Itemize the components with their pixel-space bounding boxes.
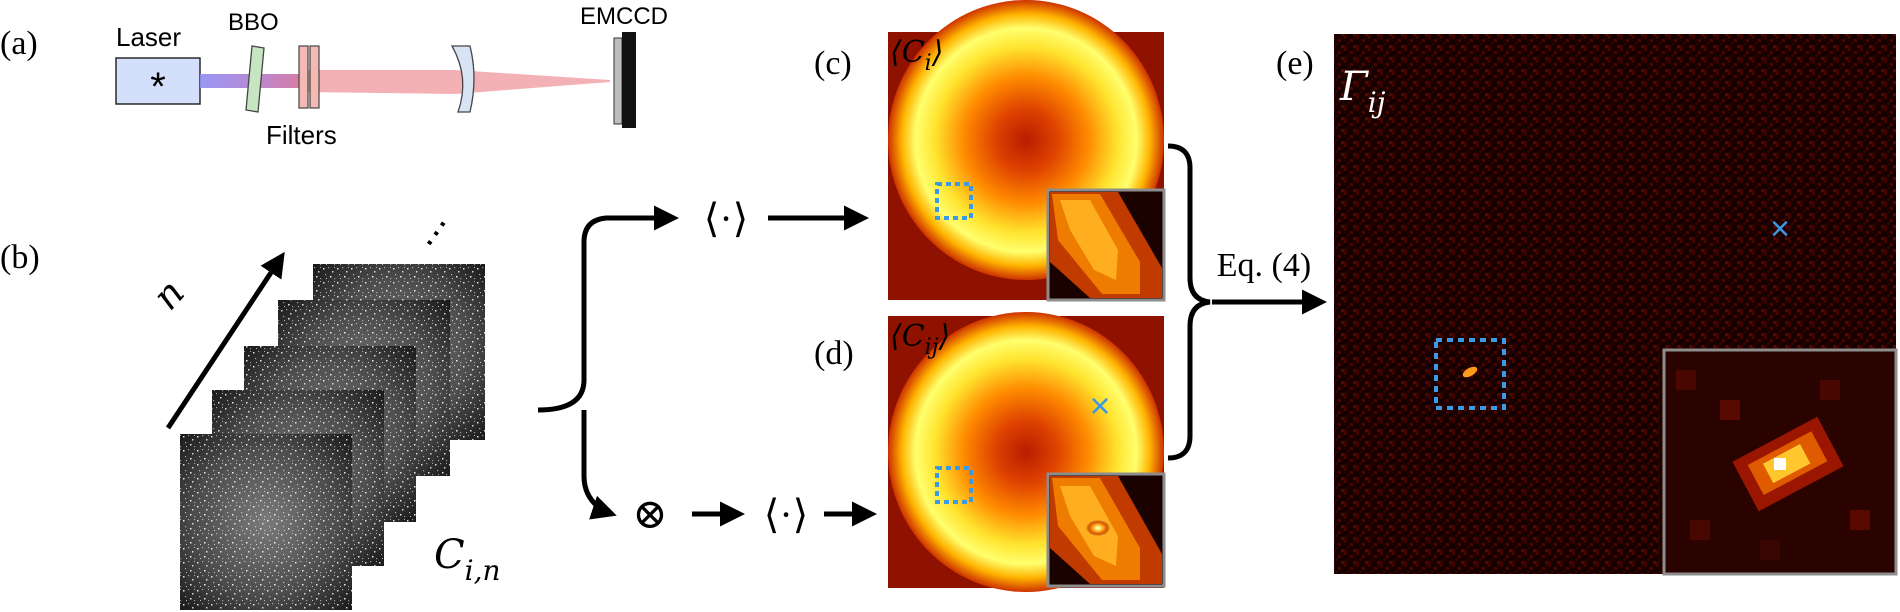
panel-label-e: (e): [1276, 45, 1314, 82]
bbo-crystal: [245, 45, 265, 113]
panel-b: (b) n ⋯ Ci,n: [0, 209, 501, 610]
frame-label: Ci,n: [434, 532, 501, 587]
merge-brace: [1167, 143, 1211, 461]
filter-2: [309, 45, 320, 109]
panel-d-marker: ×: [1089, 385, 1110, 426]
laser-label: Laser: [116, 22, 181, 52]
panel-c-inset: [1046, 188, 1166, 302]
emccd-window: [613, 37, 623, 125]
split-brace-lower: [581, 410, 617, 520]
panel-c: (c) ⟨Ci⟩: [814, 0, 1166, 302]
panel-e-roi: [1434, 338, 1506, 410]
panel-c-title: ⟨Ci⟩: [890, 35, 943, 76]
average-op-bottom: ⟨·⟩: [764, 492, 809, 537]
downconverted-beam: [300, 70, 610, 94]
panel-label-b: (b): [0, 239, 40, 276]
n-axis-arrow: [165, 251, 285, 430]
frame-label-main: C: [434, 532, 465, 578]
panel-e-title: Γij: [1339, 64, 1386, 119]
panel-d-title: ⟨Cij⟩: [890, 319, 950, 360]
bbo-label: BBO: [228, 9, 279, 36]
tensor-op: ⊗: [632, 492, 667, 538]
lens: [450, 45, 475, 113]
panel-e: (e) Γij ×: [1276, 34, 1898, 576]
frame-label-sub: i,n: [465, 554, 501, 587]
frames-ellipsis: ⋯: [411, 209, 461, 258]
average-op-top: ⟨·⟩: [704, 196, 749, 241]
panel-e-peak: [1462, 366, 1478, 378]
panel-e-inset: [1662, 348, 1898, 576]
laser-body: [115, 57, 201, 105]
emccd-label: EMCCD: [580, 3, 668, 30]
emccd-sensor: [622, 32, 636, 128]
panel-label-d: (d): [814, 335, 854, 372]
filters-label: Filters: [266, 120, 337, 150]
panel-e-marker: ×: [1770, 210, 1790, 248]
panel-a: (a) Laser * BBO Filters EMCCD: [0, 3, 668, 150]
split-brace: [537, 205, 679, 413]
equation-label: Eq. (4): [1217, 247, 1311, 284]
panel-d: (d) ⟨Cij⟩ ×: [814, 312, 1166, 592]
laser-symbol: *: [150, 65, 166, 109]
panel-label-a: (a): [0, 25, 38, 62]
filter-1: [298, 45, 309, 109]
n-axis-label: n: [144, 271, 193, 319]
frame-1: [180, 434, 352, 610]
panel-c-roi: [935, 182, 973, 220]
panel-label-c: (c): [814, 45, 852, 82]
panel-d-roi: [935, 466, 973, 504]
flow: ⟨·⟩ ⊗ ⟨·⟩ Eq. (4): [537, 143, 1327, 538]
panel-d-inset: [1046, 472, 1166, 588]
